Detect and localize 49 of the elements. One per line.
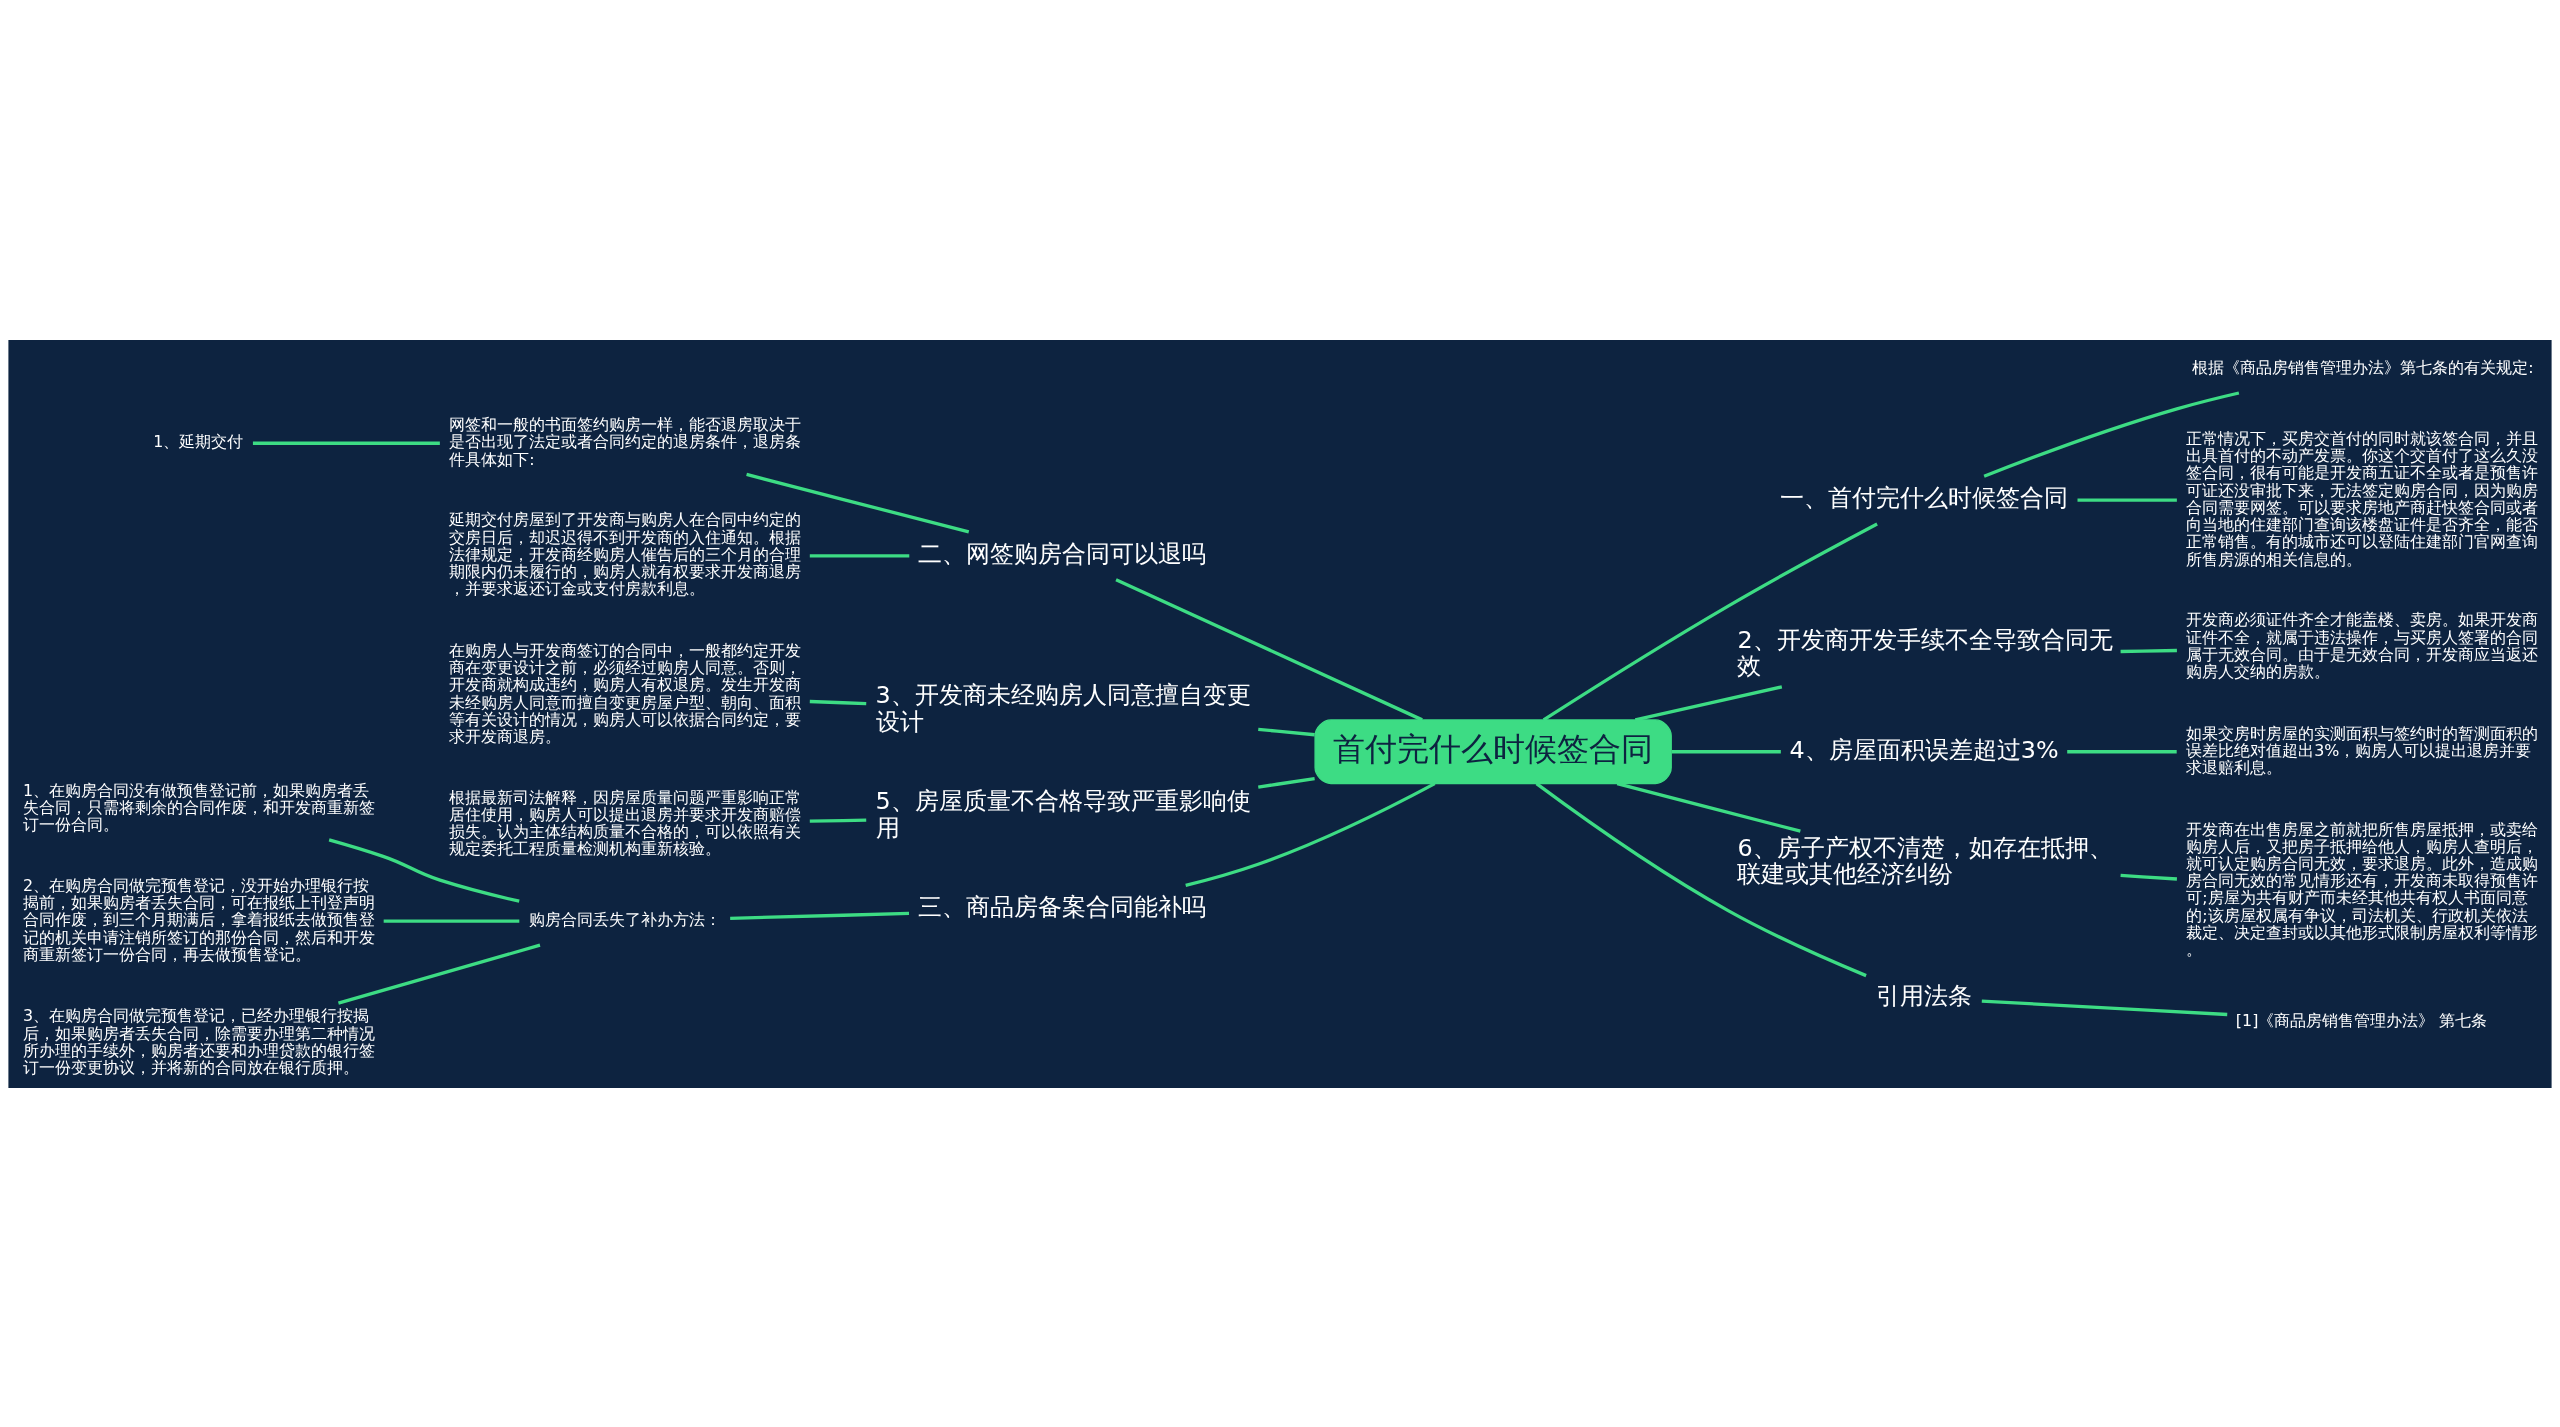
connector bbox=[1258, 727, 1315, 736]
node-text: 开发商必须证件齐全才能盖楼、卖房。如果开发商证件不全，就属于违法操作，与买房人签署的合同属于无效合同。由于是无效合同，开发商应当返还购房人交纳的房款。 bbox=[2186, 609, 2539, 681]
node-text: 在购房人与开发商签订的合同中，一般都约定开发商在变更设计之前，必须经过购房人同意。否则，开发商就构成违约，购房人有权退房。发生开发商未经购房人同意而擅自变更房屋户型、朝向、面积等有关设计的情况，购房人可以依据合同约定，要求开发商退房。 bbox=[449, 640, 802, 746]
connector bbox=[1535, 781, 1867, 977]
connector bbox=[383, 919, 520, 923]
connector bbox=[2120, 648, 2177, 653]
node-text: 2、在购房合同做完预售登记，没开始办理银行按揭前，如果购房者丢失合同，可在报纸上刊登声明合同作废，到三个月期满后，拿着报纸去做预售登记的机关申请注销所签订的那份合同，然后和开发商重新签订一份合同，再去做预售登记。 bbox=[22, 875, 375, 964]
node-text: 开发商在出售房屋之前就把所售房屋抵押，或卖给购房人后，又把房子抵押给他人，购房人查明后，就可认定购房合同无效，要求退房。此外，造成购房合同无效的常见情形还有，开发商未取得预售许可;房屋为共有财产而未经其他共有权人书面同意的;该房屋权属有争议，司法机关、行政机关依法裁定、决定查封或以其他形式限制房屋权利等情形。 bbox=[2186, 819, 2539, 959]
connector bbox=[2077, 498, 2177, 502]
connector bbox=[337, 943, 541, 1005]
connector bbox=[1981, 998, 2228, 1016]
node-text: 1、在购房合同没有做预售登记前，如果购房者丢失合同，只需将剩余的合同作废，和开发商重新签订一份合同。 bbox=[22, 780, 375, 834]
node-text: 根据最新司法解释，因房屋质量问题严重影响正常居住使用，购房人可以提出退房并要求开发商赔偿损失。认为主体结构质量不合格的，可以依照有关规定委托工程质量检测机构重新核验。 bbox=[449, 787, 802, 858]
node-text: 1、延期交付 bbox=[153, 431, 244, 451]
node-text: 4、房屋面积误差超过3% bbox=[1789, 735, 2059, 764]
node-text: [1]《商品房销售管理办法》 第七条 bbox=[2235, 1010, 2488, 1030]
connector bbox=[809, 699, 867, 705]
node-text: 2、开发商开发手续不全导致合同无效 bbox=[1737, 625, 2113, 680]
connector bbox=[1671, 749, 1781, 753]
connector bbox=[1115, 577, 1423, 721]
node-text: 引用法条 bbox=[1876, 981, 1973, 1010]
node-text: 5、房屋质量不合格导致严重影响使用 bbox=[875, 786, 1251, 842]
node-text: 3、在购房合同做完预售登记，已经办理银行按揭后，如果购房者丢失合同，除需要办理第二种情况所办理的手续外，购房者还要和办理贷款的银行签订一份变更协议，并将新的合同放在银行质押。 bbox=[22, 1005, 375, 1077]
connector bbox=[730, 911, 910, 920]
connector bbox=[1258, 776, 1315, 789]
node-box: 首付完什么时候签合同 bbox=[1314, 718, 1672, 784]
node-text: 根据《商品房销售管理办法》第七条的有关规定: bbox=[2192, 357, 2534, 377]
node-text: 3、开发商未经购房人同意擅自变更设计 bbox=[875, 680, 1251, 736]
node-text: 正常情况下，买房交首付的同时就该签合同，并且出具首付的不动产发票。你这个交首付了这么久没签合同，很有可能是开发商五证不全或者是预售许可证还没审批下来，无法签定购房合同，因为购房合同需要网签。可以要求房地产商赶快签合同或者向当地的住建部门查询该楼盘证件是否齐全，能否正常销售。有的城市还可以登陆住建部门官网查询所售房源的相关信息的。 bbox=[2186, 428, 2539, 569]
connector bbox=[2067, 749, 2177, 753]
node-text: 6、房子产权不清楚，如存在抵押、联建或其他经济纠纷 bbox=[1737, 833, 2113, 888]
connector bbox=[328, 837, 520, 903]
connector bbox=[809, 818, 867, 823]
node-text: 网签和一般的书面签约购房一样，能否退房取决于是否出现了法定或者合同约定的退房条件，退房条件具体如下: bbox=[449, 414, 802, 469]
node-text: 二、网签购房合同可以退吗 bbox=[918, 539, 1207, 568]
connector bbox=[1983, 390, 2240, 478]
node-text: 一、首付完什么时候签合同 bbox=[1780, 483, 2069, 512]
connector bbox=[2120, 873, 2177, 881]
connector bbox=[252, 441, 440, 445]
node-text: 如果交房时房屋的实测面积与签约时的暂测面积的误差比绝对值超出3%，购房人可以提出退房并要求退赔利息。 bbox=[2186, 723, 2539, 777]
connector bbox=[1634, 684, 1783, 722]
node-text: 购房合同丢失了补办方法： bbox=[528, 909, 721, 929]
connector bbox=[1542, 522, 1878, 721]
node-text: 三、商品房备案合同能补吗 bbox=[918, 892, 1207, 921]
connector bbox=[746, 472, 970, 534]
connector bbox=[1616, 781, 1801, 833]
connector bbox=[809, 553, 910, 557]
node-text: 延期交付房屋到了开发商与购房人在合同中约定的交房日后，却迟迟得不到开发商的入住通知。根据法律规定，开发商经购房人催告后的三个月的合理期限内仍未履行的，购房人就有权要求开发商退房，并要求返还订金或支付房款利息。 bbox=[449, 509, 802, 598]
connector bbox=[1185, 781, 1436, 887]
